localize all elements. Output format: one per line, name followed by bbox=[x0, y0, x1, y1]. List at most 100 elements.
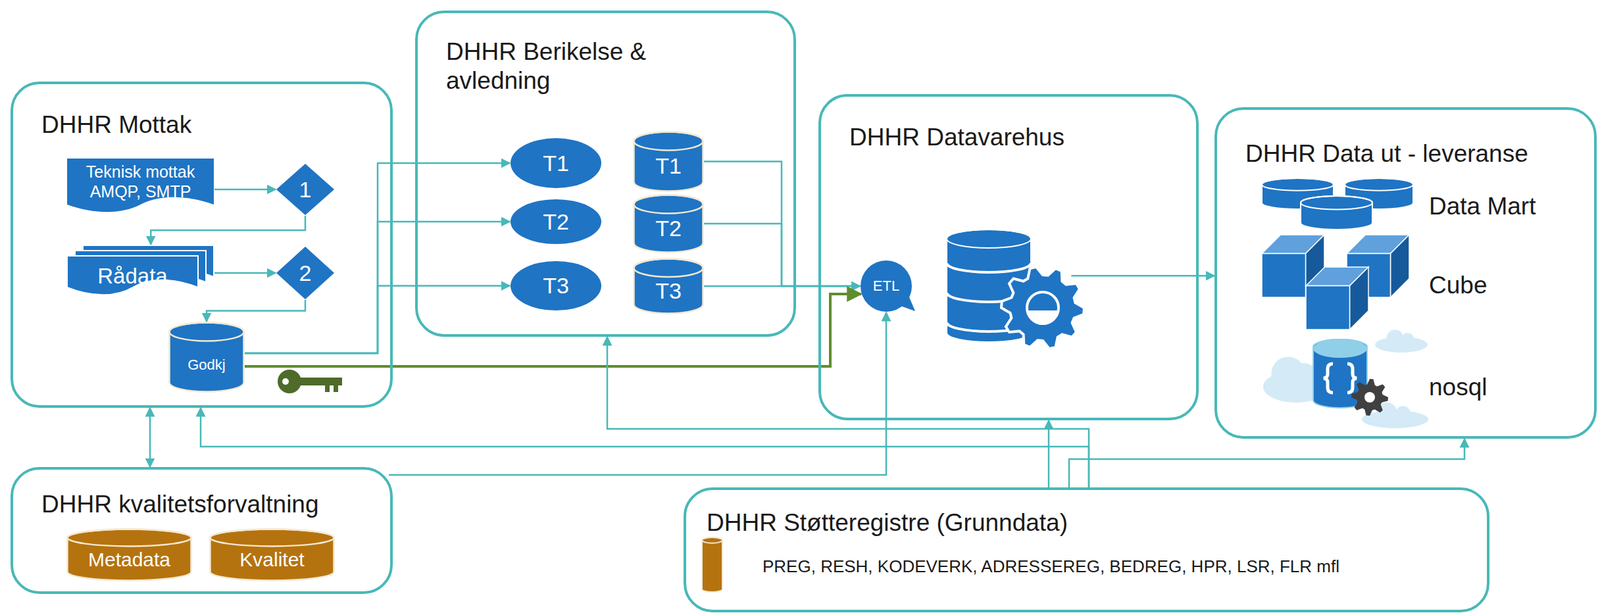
key-icon bbox=[277, 369, 343, 394]
shape-label: 1 bbox=[299, 176, 312, 204]
panel-heading: DHHR Berikelse & avledning bbox=[446, 37, 697, 97]
key-tooth bbox=[325, 384, 330, 393]
group-panel: DHHR kvalitetsforvaltningMetadataKvalite… bbox=[10, 467, 393, 595]
database-cylinder: Kvalitet bbox=[209, 528, 335, 582]
cube-icon bbox=[1305, 267, 1369, 330]
icon-caption: Cube bbox=[1428, 271, 1487, 300]
database-cylinder bbox=[67, 529, 192, 581]
database-cylinder bbox=[634, 195, 704, 253]
cube-side bbox=[1390, 234, 1410, 298]
process-circle: ETL bbox=[859, 259, 913, 313]
flow-connector bbox=[150, 215, 306, 245]
shape-label: T2 bbox=[542, 208, 570, 236]
panel-heading: DHHR Støtteregistre (Grunndata) bbox=[706, 508, 1487, 538]
database-cylinder: T2 bbox=[632, 194, 704, 254]
database-band bbox=[946, 263, 1031, 273]
flow-connector bbox=[244, 286, 510, 354]
document-stack: Rådata bbox=[66, 244, 215, 298]
flow-connector bbox=[703, 223, 860, 287]
shape-label: T1 bbox=[542, 150, 570, 177]
flow-connector bbox=[206, 300, 306, 322]
database-cylinder bbox=[634, 132, 704, 192]
shape-label: T1 bbox=[655, 152, 682, 180]
registry-cylinder bbox=[701, 537, 723, 593]
flow-connector bbox=[244, 221, 510, 354]
brace-symbol bbox=[1323, 363, 1333, 393]
cylinder-top bbox=[634, 132, 704, 151]
group-panel: DHHR DatavarehusETL bbox=[818, 94, 1199, 421]
shape-label: T3 bbox=[542, 272, 570, 300]
flow-connector bbox=[703, 161, 860, 287]
decision-diamond: 1 bbox=[275, 163, 335, 216]
cylinder-top bbox=[169, 323, 245, 342]
gear-hole bbox=[1364, 392, 1375, 403]
panel-heading: DHHR Mottak bbox=[41, 110, 391, 140]
decision-diamond bbox=[276, 246, 335, 300]
icon-caption: nosql bbox=[1428, 373, 1487, 402]
panel-heading: DHHR Data ut - leveranse bbox=[1245, 139, 1595, 169]
flow-connector bbox=[1048, 420, 1050, 488]
datamart-cylinder-top bbox=[1344, 178, 1414, 191]
database-cylinder: Metadata bbox=[66, 528, 193, 582]
nosql-cylinder-lid bbox=[1313, 339, 1368, 358]
cylinder-top bbox=[67, 529, 192, 547]
shape-label: T2 bbox=[655, 215, 682, 243]
flow-connector bbox=[214, 272, 276, 275]
flow-connector bbox=[703, 285, 860, 288]
shape-label: Teknisk mottak AMQP, SMTP bbox=[76, 161, 206, 202]
database-cylinder bbox=[210, 529, 335, 581]
group-panel: DHHR Data ut - leveranse bbox=[1214, 107, 1597, 439]
cloud-part bbox=[1386, 329, 1404, 347]
datamart-cylinder-top bbox=[1300, 196, 1373, 210]
document-shape bbox=[67, 158, 214, 212]
gear-icon bbox=[1351, 378, 1389, 416]
cube-front bbox=[1261, 253, 1306, 299]
document-shape: Teknisk mottak AMQP, SMTP bbox=[66, 157, 215, 215]
group-panel: DHHR Støtteregistre (Grunndata) PREG, RES… bbox=[683, 487, 1490, 613]
brace-symbol bbox=[1347, 363, 1357, 393]
warehouse-database-top bbox=[946, 229, 1031, 249]
flow-connector bbox=[244, 163, 510, 354]
process-ellipse: T1 bbox=[509, 137, 602, 189]
cloud-part bbox=[1401, 332, 1415, 347]
shape-label: Kvalitet bbox=[239, 548, 304, 572]
decision-diamond: 2 bbox=[275, 246, 335, 300]
panel-heading: DHHR Datavarehus bbox=[849, 123, 1197, 152]
flow-connector bbox=[149, 407, 152, 468]
process-ellipse bbox=[510, 138, 602, 189]
flow-connector bbox=[214, 188, 276, 191]
key-hole bbox=[282, 378, 289, 385]
shape-label: Rådata bbox=[97, 263, 168, 290]
process-ellipse bbox=[510, 261, 602, 311]
group-panel: DHHR MottakTeknisk mottak AMQP, SMTP 1Råd… bbox=[10, 81, 393, 408]
flow-connector bbox=[607, 336, 1089, 488]
cube-side bbox=[1350, 267, 1370, 330]
decision-diamond bbox=[276, 163, 335, 216]
document-sheet bbox=[67, 255, 199, 295]
database-cylinder: T1 bbox=[632, 130, 704, 193]
panel-body-text: PREG, RESH, KODEVERK, ADRESSEREG, BEDREG… bbox=[762, 556, 1487, 577]
database-cylinder: T3 bbox=[632, 257, 704, 315]
flow-connector bbox=[1069, 438, 1465, 488]
cylinder-top bbox=[634, 195, 704, 214]
datamart-cylinder bbox=[1300, 196, 1373, 230]
database-cylinder bbox=[634, 259, 704, 314]
flow-connector bbox=[1071, 275, 1215, 277]
shape-label: ETL bbox=[873, 277, 900, 295]
cloud-part bbox=[1395, 405, 1411, 422]
datamart-cylinder-top bbox=[1261, 178, 1334, 191]
gear-hub-fill bbox=[1028, 310, 1058, 325]
shape-label: T3 bbox=[655, 277, 682, 305]
group-panel: DHHR Berikelse & avledningT1 T1T2 T2T3 T3 bbox=[415, 10, 797, 337]
registry-cylinder-top bbox=[701, 537, 723, 544]
cube-front bbox=[1305, 286, 1350, 331]
process-circle bbox=[860, 260, 912, 312]
process-ellipse: T3 bbox=[509, 260, 602, 312]
cylinder-top bbox=[634, 259, 704, 278]
database-cylinder bbox=[169, 323, 245, 393]
flow-connector bbox=[388, 312, 887, 475]
key-bow bbox=[277, 369, 302, 394]
cloud-shape bbox=[1375, 329, 1428, 353]
process-ellipse: T2 bbox=[509, 198, 602, 245]
database-cylinder: Godkj bbox=[168, 321, 245, 393]
